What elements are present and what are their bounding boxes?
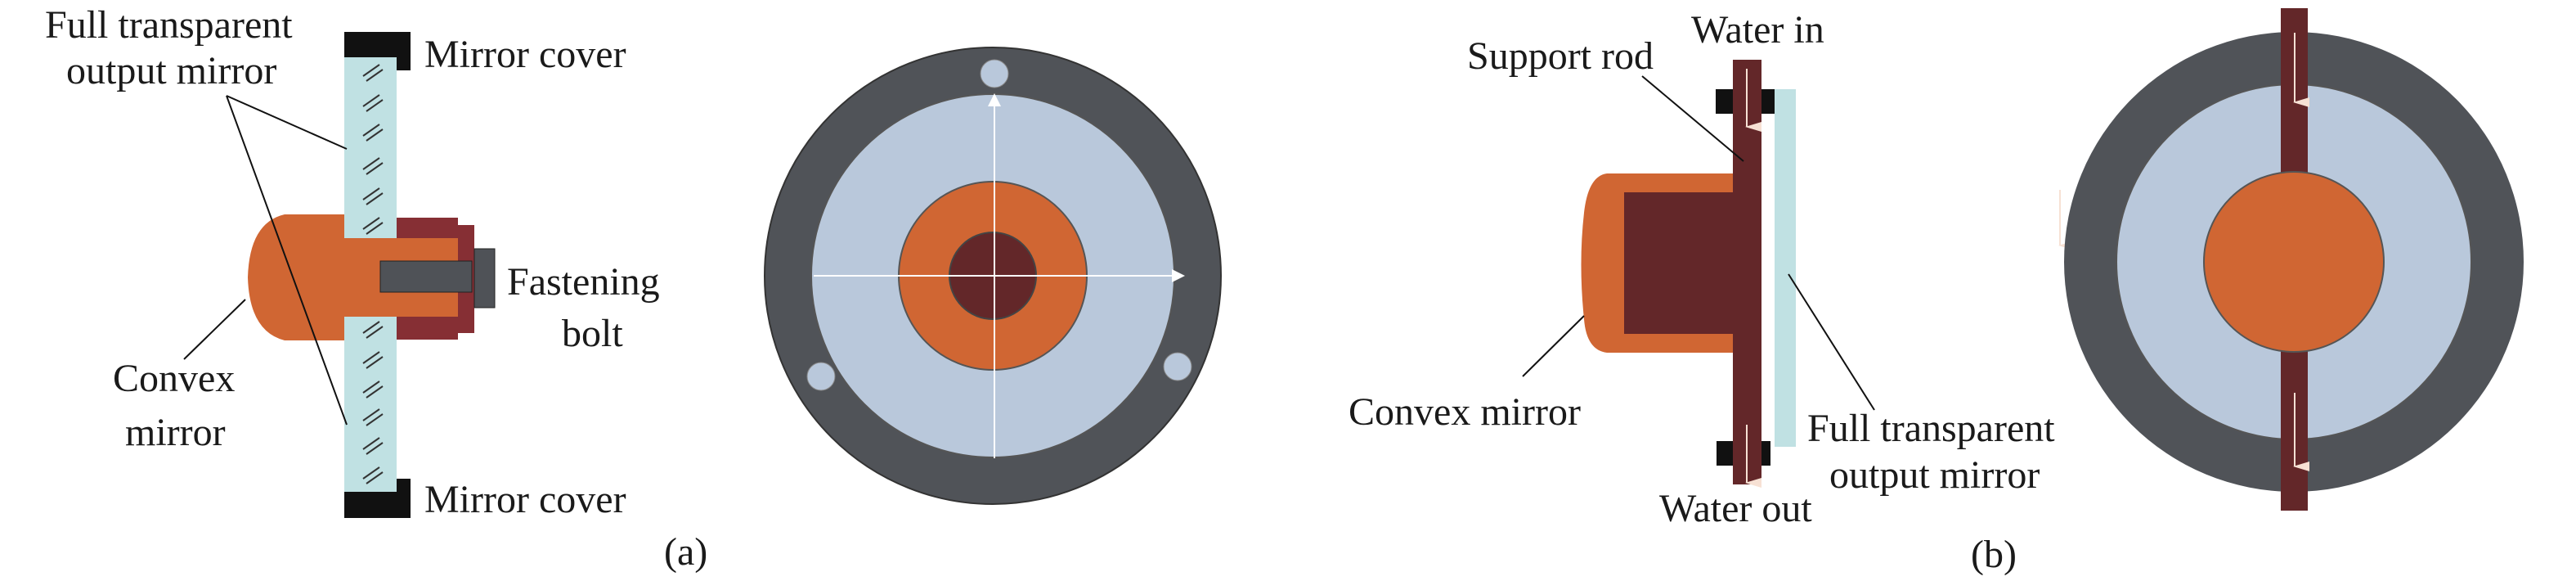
label-water-in: Water in — [1691, 8, 1824, 52]
label-fastening-bolt-line2: bolt — [562, 312, 623, 355]
label-convex-mirror: Convex mirror — [1349, 390, 1581, 434]
panel-a-label: (a) — [664, 530, 707, 574]
label-fastening-bolt-line1: Fastening — [507, 260, 660, 304]
mount-hole-top — [980, 59, 1009, 88]
mount-hole-right — [1163, 352, 1192, 381]
clamp-ring-lower — [397, 317, 458, 340]
label-water-out: Water out — [1659, 487, 1812, 530]
panel-a-front-view — [764, 47, 1222, 505]
seal-top-right — [1761, 89, 1775, 114]
leader-lines — [183, 95, 348, 426]
label-output-mirror-line2: output mirror — [66, 49, 276, 92]
glass-hatch-marks — [362, 64, 384, 484]
label-convex-mirror-line1: Convex — [113, 357, 235, 400]
mount-hole-left — [806, 362, 836, 391]
label-output-mirror-line1: Full transparent — [45, 3, 293, 47]
leader-lines — [1522, 75, 1875, 411]
panel-b-front-view — [2064, 8, 2524, 511]
clamp-ring-upper — [397, 218, 458, 238]
convex-mirror-face — [2203, 171, 2385, 353]
label-output-mirror-line1: Full transparent — [1807, 407, 2055, 450]
bolt-shank — [379, 260, 473, 293]
convex-mirror-body — [248, 214, 458, 340]
mirror-cover-bottom — [344, 479, 411, 518]
seal-bottom-left — [1717, 441, 1733, 466]
label-mirror-cover-bottom: Mirror cover — [424, 478, 626, 521]
bolt-head — [473, 248, 496, 309]
panel-a-side-view: Full transparent output mirror Mirror co… — [45, 3, 707, 574]
panel-b-label: (b) — [1971, 533, 2017, 576]
mirror-cover-top — [344, 32, 411, 70]
seal-bottom-right — [1761, 441, 1770, 466]
label-mirror-cover-top: Mirror cover — [424, 33, 626, 76]
panel-b-side-view: Water in Support rod Convex mirror Water… — [1349, 8, 2075, 576]
label-convex-mirror-line2: mirror — [125, 411, 226, 454]
label-output-mirror-line2: output mirror — [1829, 453, 2040, 497]
seal-top-left — [1716, 89, 1733, 114]
output-mirror-glass — [1775, 89, 1796, 447]
label-support-rod: Support rod — [1467, 34, 1654, 78]
